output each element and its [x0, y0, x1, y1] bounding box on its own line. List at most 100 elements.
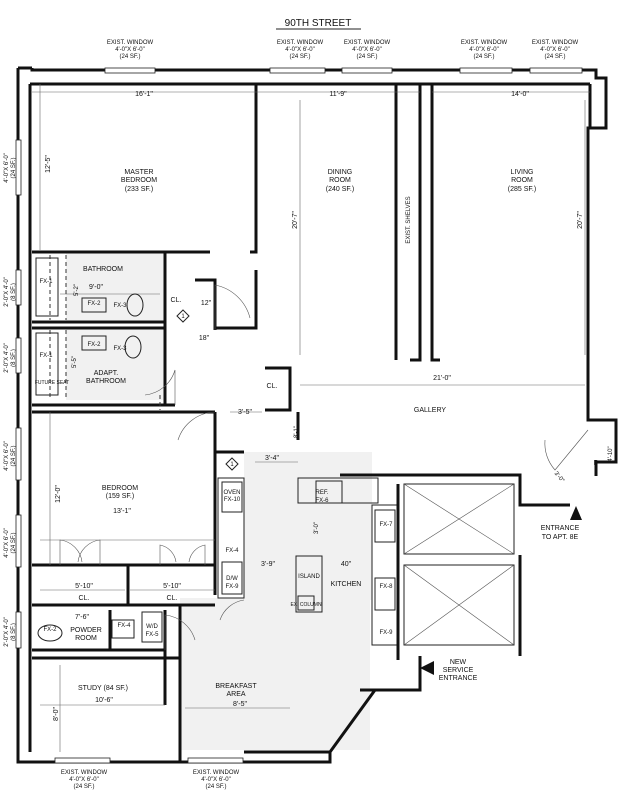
adapt-bathroom-tile: [66, 328, 164, 400]
dim-study-height: 8'-0": [53, 707, 60, 721]
window-label: EXIST. WINDOW: [461, 40, 508, 46]
window-size: 4'-0"X 6'-0": [540, 47, 570, 53]
toilet-2: [124, 335, 142, 359]
dim-gallery-height: 8'-1": [294, 426, 300, 438]
tile-floors: [66, 252, 372, 750]
fixture-tag: FX-1: [39, 353, 53, 359]
master-bedroom-name2: BEDROOM: [121, 177, 157, 184]
dining-room-area: (240 SF.): [326, 186, 354, 193]
side-window-area: (24 SF.): [11, 532, 17, 553]
window-area: (24 SF.): [356, 54, 377, 60]
fixture-tag: FX-2: [87, 301, 101, 307]
ref-label: REF.: [315, 490, 328, 496]
side-window-size: 2'-0"X 4'-0": [4, 617, 10, 647]
fixture-tag: FX-4: [225, 548, 239, 554]
fixture-tag: FX-8: [379, 584, 393, 590]
window-size: 4'-0"X 6'-0": [469, 47, 499, 53]
ex-column: [297, 595, 315, 611]
keynote-tag-number: 1: [181, 314, 185, 320]
dim-18: 18": [199, 335, 210, 342]
dim-entry-height: 4'-10": [608, 446, 614, 461]
bottom-window-labels: EXIST. WINDOW 4'-0"X 6'-0" (24 SF.) EXIS…: [61, 770, 240, 790]
side-window-size: 2'-0"X 4'-0": [4, 277, 10, 307]
dim-40: 40": [341, 561, 352, 568]
window-size: 4'-0"X 6'-0": [115, 47, 145, 53]
side-window-area: (24 SF.): [11, 445, 17, 466]
keynote-tags: 1 1: [176, 309, 239, 471]
fixture-tag: FX-6: [315, 498, 329, 504]
entrance-arrow-icon: [570, 506, 582, 520]
dining-room-name2: ROOM: [329, 177, 351, 184]
dim-closet-2: 5'-10": [163, 583, 181, 590]
side-window-area: (24 SF.): [11, 157, 17, 178]
bathroom-name: BATHROOM: [83, 266, 123, 273]
fixture-tag: FX-3: [113, 303, 127, 309]
dim-bath-width: 9'-0": [89, 284, 103, 291]
bathroom-tile: [66, 252, 164, 322]
toilet-3: [37, 624, 63, 642]
wd-label: W/D: [146, 624, 158, 630]
bedroom-name: BEDROOM: [102, 485, 138, 492]
window-label: EXIST. WINDOW: [193, 770, 240, 776]
study-name: STUDY (84 SF.): [78, 685, 128, 692]
dim-3-5: 3'-5": [238, 409, 252, 416]
living-room-name1: LIVING: [511, 169, 534, 176]
window-size: 4'-0"X 6'-0": [352, 47, 382, 53]
window-size: 4'-0"X 6'-0": [285, 47, 315, 53]
keynote-tag: [176, 309, 190, 323]
sink-3: [111, 619, 135, 639]
dishwasher-label: D/W: [226, 576, 238, 582]
fixtures: [35, 257, 396, 643]
powder-room-name1: POWDER: [70, 627, 102, 634]
dim-dining-height: 20'-7": [292, 211, 299, 229]
powder-room-name2: ROOM: [75, 635, 97, 642]
kitchen-name: KITCHEN: [331, 581, 362, 588]
dim-closet-1: 5'-10": [75, 583, 93, 590]
elevator-shaft-1: [403, 483, 515, 555]
dim-3-0: 3'-0": [314, 522, 320, 534]
entrance-label-2: TO APT. 8E: [542, 534, 579, 541]
ex-column-label: EX. COLUMN: [290, 602, 322, 608]
room-labels: MASTER BEDROOM (233 SF.) DINING ROOM (24…: [70, 169, 536, 698]
window-label: EXIST. WINDOW: [344, 40, 391, 46]
living-room-area: (285 SF.): [508, 186, 536, 193]
island-name: ISLAND: [298, 574, 320, 580]
refrigerator: [315, 480, 343, 504]
side-window-area: (8 SF.): [11, 623, 17, 641]
fixture-tag: FX-2: [87, 342, 101, 348]
window-area: (24 SF.): [205, 784, 226, 790]
breakfast-area-name1: BREAKFAST: [215, 683, 257, 690]
dining-room-name1: DINING: [328, 169, 353, 176]
fixture-tag: FX-4: [117, 623, 131, 629]
fixture-tag: FX-9: [225, 584, 239, 590]
side-window-labels: 4'-0"X 6'-0"(24 SF.) 2'-0"X 4'-0"(8 SF.)…: [4, 153, 17, 647]
dim-12: 12": [201, 300, 212, 307]
window-area: (24 SF.): [289, 54, 310, 60]
dim-living-height: 20'-7": [577, 211, 584, 229]
cooktop: [374, 577, 396, 611]
street-title: 90TH STREET: [285, 18, 352, 29]
closet-label: CL.: [167, 595, 178, 602]
dashed-lines: [49, 255, 161, 410]
adapt-bathroom-name1: ADAPT.: [94, 370, 119, 377]
closet-label: CL.: [171, 297, 182, 304]
service-label-2: SERVICE: [443, 667, 474, 674]
master-bedroom-area: (233 SF.): [125, 186, 153, 193]
kitchen-tile: [244, 452, 372, 600]
side-window-size: 2'-0"X 4'-0": [4, 343, 10, 373]
window-size: 4'-0"X 6'-0": [201, 777, 231, 783]
entrance-label-1: ENTRANCE: [541, 525, 580, 532]
service-label-1: NEW: [450, 659, 467, 666]
dishwasher: [221, 561, 243, 595]
sink-2: [81, 335, 107, 351]
washer-dryer: [141, 611, 163, 643]
dim-adapt-height: 5'-5": [72, 356, 78, 368]
dim-3-9: 3'-9": [261, 561, 275, 568]
dim-entry-width: 3'-0": [553, 471, 565, 484]
dim-master-width: 16'-1": [135, 91, 153, 98]
dim-breakfast-width: 8'-5": [233, 701, 247, 708]
window-area: (24 SF.): [544, 54, 565, 60]
dim-3-4: 3'-4": [265, 455, 279, 462]
top-window-labels: EXIST. WINDOW 4'-0"X 6'-0" (24 SF.) EXIS…: [107, 40, 579, 60]
